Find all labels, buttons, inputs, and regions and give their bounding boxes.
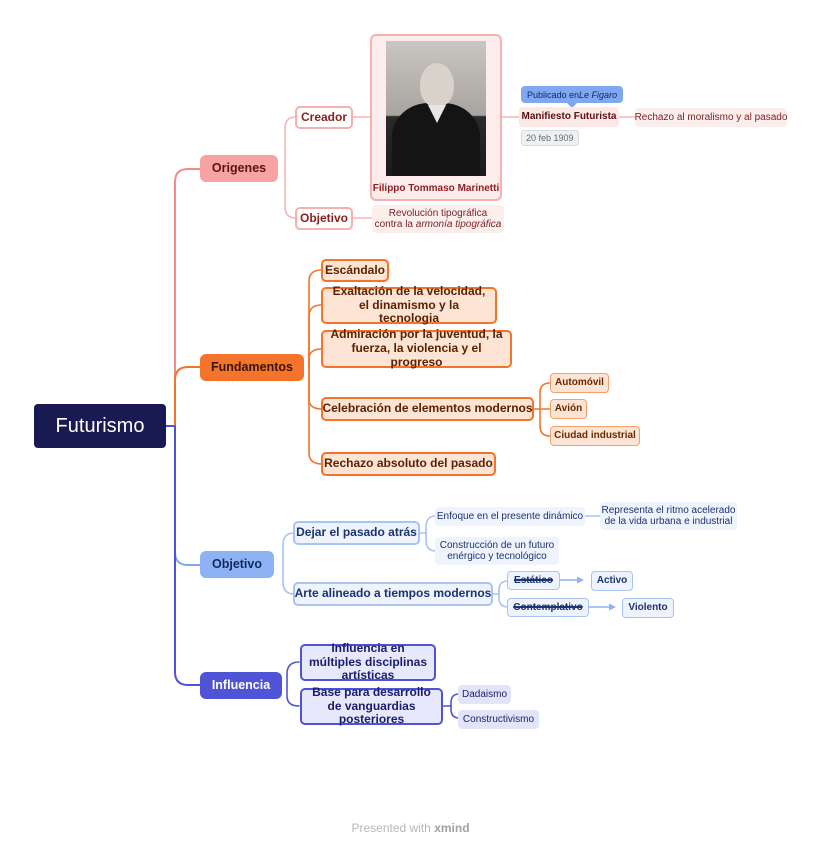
topic-representa-ritmo[interactable]: Representa el ritmo acelerado de la vida… (600, 502, 737, 530)
topic-creador[interactable]: Creador (295, 106, 353, 129)
revolucion-line2-italic: armonía tipográfica (415, 219, 502, 230)
topic-objetivo[interactable]: Objetivo (200, 551, 274, 578)
topic-manifiesto-futurista[interactable]: Manifiesto Futurista (519, 107, 619, 127)
topic-activo[interactable]: Activo (591, 571, 633, 591)
topic-influencia-multiples[interactable]: Influencia en múltiples disciplinas artí… (300, 641, 436, 682)
topic-celebracion-modernos[interactable]: Celebración de elementos modernos (321, 397, 534, 421)
topic-construccion-futuro[interactable]: Construcción de un futuro enérgico y tec… (435, 537, 559, 565)
topic-escandalo[interactable]: Escándalo (321, 259, 389, 282)
topic-base-vanguardias[interactable]: Base para desarrollo de vanguardias post… (300, 685, 443, 726)
photo-caption: Filippo Tommaso Marinetti (372, 183, 500, 194)
topic-arte-alineado[interactable]: Arte alineado a tiempos modernos (293, 582, 493, 606)
topic-violento[interactable]: Violento (622, 598, 674, 618)
topic-exaltacion-velocidad[interactable]: Exaltación de la velocidad, el dinamismo… (321, 284, 497, 325)
portrait-photo-icon (386, 41, 486, 176)
footer-prefix: Presented with (351, 821, 435, 835)
topic-influencia[interactable]: Influencia (200, 672, 282, 699)
topic-automovil[interactable]: Automóvil (550, 373, 609, 393)
revolucion-line1: Revolución tipográfica (388, 207, 488, 219)
topic-dadaismo[interactable]: Dadaismo (458, 685, 511, 704)
topic-fundamentos[interactable]: Fundamentos (200, 354, 304, 381)
topic-origenes-objetivo[interactable]: Objetivo (295, 207, 353, 230)
topic-dejar-pasado[interactable]: Dejar el pasado atrás (293, 521, 420, 545)
topic-rechazo-pasado[interactable]: Rechazo absoluto del pasado (321, 452, 496, 476)
callout-prefix: Publicado en (527, 89, 580, 100)
topic-ciudad-industrial[interactable]: Ciudad industrial (550, 426, 640, 446)
topic-rechazo-moralismo[interactable]: Rechazo al moralismo y al pasado (635, 108, 787, 127)
date-tag: 20 feb 1909 (521, 130, 579, 146)
revolucion-line2-prefix: contra la (374, 219, 416, 230)
topic-estatico[interactable]: Estático (507, 571, 560, 590)
topic-constructivismo[interactable]: Constructivismo (458, 710, 539, 729)
topic-contemplativo[interactable]: Contemplativo (507, 598, 589, 617)
marinetti-photo-card[interactable]: Filippo Tommaso Marinetti (370, 34, 502, 201)
topic-origenes[interactable]: Origenes (200, 155, 278, 182)
callout-le-figaro: Publicado en Le Figaro (521, 86, 624, 108)
topic-enfoque-presente[interactable]: Enfoque en el presente dinámico (435, 507, 585, 526)
root-topic-futurismo[interactable]: Futurismo (34, 404, 166, 448)
topic-revolucion-tipografica[interactable]: Revolución tipográfica contra la armonía… (372, 205, 504, 233)
topic-avion[interactable]: Avión (550, 399, 587, 419)
revolucion-line2: contra la armonía tipográfica (375, 219, 502, 231)
callout-italic: Le Figaro (579, 89, 618, 100)
xmind-logo: xmind (434, 821, 470, 835)
footer-branding: Presented with xmind (0, 821, 821, 835)
topic-admiracion-juventud[interactable]: Admiración por la juventud, la fuerza, l… (321, 327, 512, 369)
